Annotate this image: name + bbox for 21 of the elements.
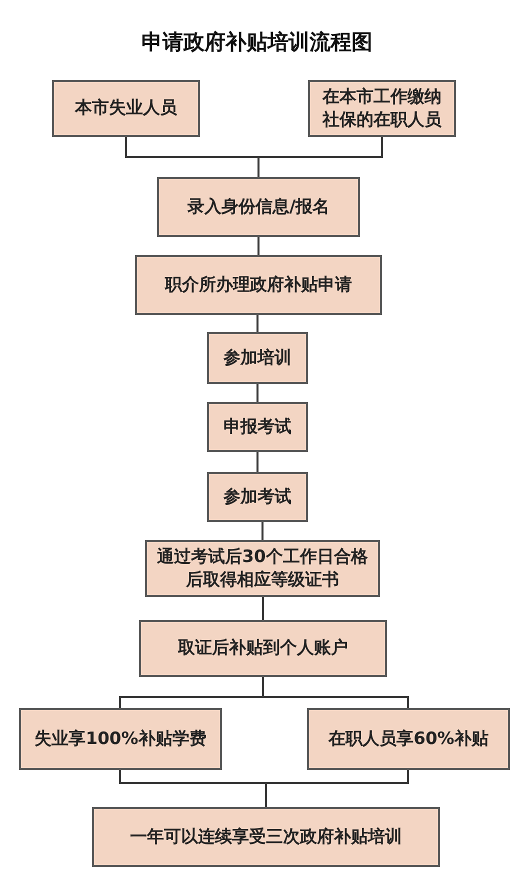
process-box: 通过考试后30个工作日合格后取得相应等级证书 (145, 540, 380, 597)
diagram-title: 申请政府补贴培训流程图 (140, 29, 374, 56)
process-box: 参加考试 (207, 472, 308, 522)
process-box: 录入身份信息/报名 (157, 177, 360, 237)
process-box: 参加培训 (207, 332, 308, 384)
process-box: 失业享100%补贴学费 (19, 708, 222, 770)
connector-line (262, 597, 264, 620)
connector-line (265, 770, 409, 807)
process-box: 取证后补贴到个人账户 (139, 620, 387, 677)
process-box: 一年可以连续享受三次政府补贴培训 (92, 807, 440, 867)
connector-line (256, 384, 258, 402)
connector-line (258, 237, 260, 255)
connector-line (256, 452, 258, 472)
process-box: 本市失业人员 (52, 80, 200, 137)
process-box: 在职人员享60%补贴 (307, 708, 510, 770)
process-box: 申报考试 (207, 402, 308, 452)
connector-line (258, 137, 383, 177)
connector-line (256, 315, 258, 332)
process-box: 职介所办理政府补贴申请 (135, 255, 382, 315)
process-box: 在本市工作缴纳社保的在职人员 (308, 80, 456, 137)
connector-line (262, 522, 264, 540)
